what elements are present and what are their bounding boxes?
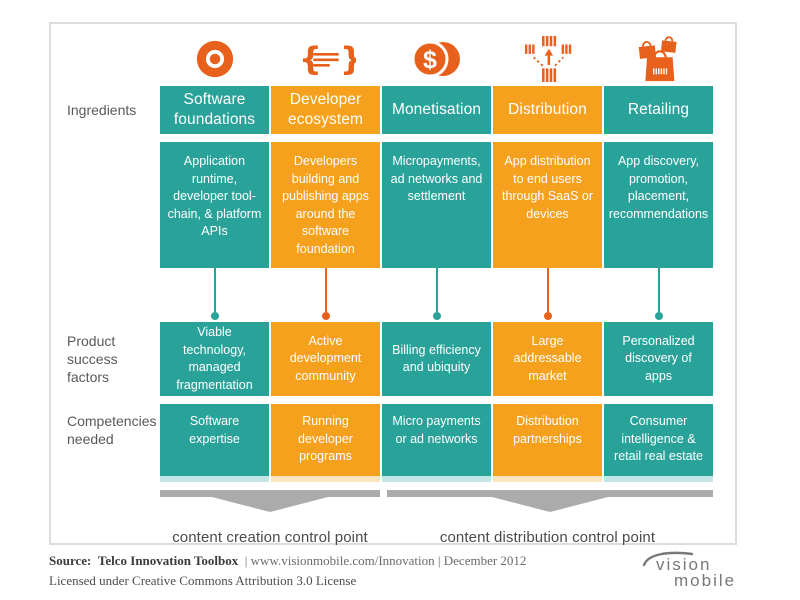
competency-monetisation: Micro payments or ad networks	[382, 404, 491, 476]
brace-arrow-down	[212, 497, 328, 512]
connector-line-teal	[604, 268, 713, 322]
header-distribution: Distribution	[493, 86, 602, 134]
svg-text:}: }	[340, 40, 356, 78]
connector-line-red	[271, 268, 380, 322]
logo-text-mobile: mobile	[674, 571, 736, 589]
diagram-grid: { } $	[53, 32, 713, 546]
competency-developer-ecosystem: Running developer programs	[271, 404, 380, 476]
competency-software-foundations: Software expertise	[160, 404, 269, 476]
reflection-band	[382, 476, 491, 482]
brace-bar	[160, 490, 380, 497]
reflection-band	[271, 476, 380, 482]
competency-retailing: Consumer intelligence & retail real esta…	[604, 404, 713, 476]
header-software-foundations: Software foundations	[160, 86, 269, 134]
distribution-control-point-label: content distribution control point	[439, 529, 656, 546]
reflection-band	[604, 476, 713, 482]
shopping-bags-icon	[604, 32, 713, 86]
success-factor-retailing: Personalized discovery of apps	[604, 322, 713, 396]
source-attribution: Source: Telco Innovation Toolbox | www.v…	[49, 551, 526, 591]
diagram-card: { } $	[49, 22, 737, 546]
connector-line-teal	[382, 268, 491, 322]
distribution-control-brace	[387, 490, 713, 518]
header-monetisation: Monetisation	[382, 86, 491, 134]
connector-line-red	[493, 268, 602, 322]
row-label-ingredients: Ingredients	[67, 101, 137, 118]
distribution-icon	[493, 32, 602, 86]
connector-line-teal	[160, 268, 269, 322]
ingredient-monetisation: Micropayments, ad networks and settlemen…	[382, 142, 491, 268]
ingredient-developer-ecosystem: Developers building and publishing apps …	[271, 142, 380, 268]
competency-distribution: Distribution partnerships	[493, 404, 602, 476]
source-label: Source:	[49, 553, 92, 568]
header-retailing: Retailing	[604, 86, 713, 134]
svg-text:{: {	[299, 40, 322, 78]
reflection-band	[493, 476, 602, 482]
row-label-competencies: Competencies needed	[67, 413, 157, 448]
logo-text-vision: vision	[656, 555, 711, 574]
header-developer-ecosystem: Developer ecosystem	[271, 86, 380, 134]
ingredient-software-foundations: Application runtime, developer tool-chai…	[160, 142, 269, 268]
success-factor-distribution: Large addressable market	[493, 322, 602, 396]
creation-control-brace	[160, 490, 380, 518]
dollar-coins-icon: $	[382, 32, 491, 86]
success-factor-monetisation: Billing efficiency and ubiquity	[382, 322, 491, 396]
success-factor-developer-ecosystem: Active development community	[271, 322, 380, 396]
ingredient-retailing: App discovery, promotion, placement, rec…	[604, 142, 713, 268]
source-line: Source: Telco Innovation Toolbox | www.v…	[49, 551, 526, 571]
brace-arrow-down	[492, 497, 608, 512]
visionmobile-logo: vision mobile	[640, 549, 748, 594]
license-line: Licensed under Creative Commons Attribut…	[49, 573, 357, 589]
code-braces-icon: { }	[271, 32, 380, 86]
row-label-success-factors: Product success factors	[67, 332, 118, 386]
success-factor-software-foundations: Viable technology, managed fragmentation	[160, 322, 269, 396]
target-icon	[160, 32, 269, 86]
creation-control-point-label: content creation control point	[172, 529, 368, 546]
source-meta: | www.visionmobile.com/Innovation | Dece…	[244, 553, 527, 568]
brace-bar	[387, 490, 713, 497]
ingredient-distribution: App distribution to end users through Sa…	[493, 142, 602, 268]
source-title: Telco Innovation Toolbox	[97, 553, 239, 568]
svg-text:$: $	[423, 46, 437, 74]
reflection-band	[160, 476, 269, 482]
